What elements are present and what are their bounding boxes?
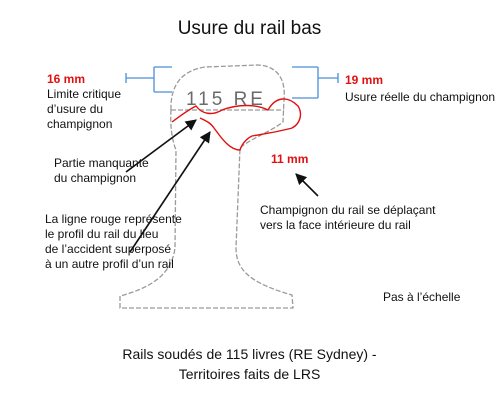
left-measure-value: 16 mm	[47, 72, 86, 86]
left-measure-bracket	[125, 66, 172, 93]
right-measure-value: 19 mm	[345, 73, 384, 87]
right-measure-bracket	[292, 66, 339, 99]
missing-part-note: Partie manquante du champignon	[54, 156, 149, 185]
rail-stamp: 115 RE	[186, 89, 266, 110]
accident-profile-red-line	[171, 98, 302, 151]
annotation-arrows	[125, 119, 319, 253]
caption: Rails soudés de 115 livres (RE Sydney) -…	[122, 346, 377, 382]
diagram-title: Usure du rail bas	[177, 18, 322, 39]
scale-note: Pas à l’échelle	[383, 290, 461, 304]
head-moving-note: Champignon du rail se déplaçant vers la …	[260, 203, 436, 232]
red-line-note: La ligne rouge représente le profil du r…	[45, 212, 182, 271]
left-measure-label: Limite critique d’usure du champignon	[47, 87, 122, 131]
inner-measure-value: 11 mm	[271, 152, 309, 166]
right-measure-label: Usure réelle du champignon	[345, 90, 496, 104]
